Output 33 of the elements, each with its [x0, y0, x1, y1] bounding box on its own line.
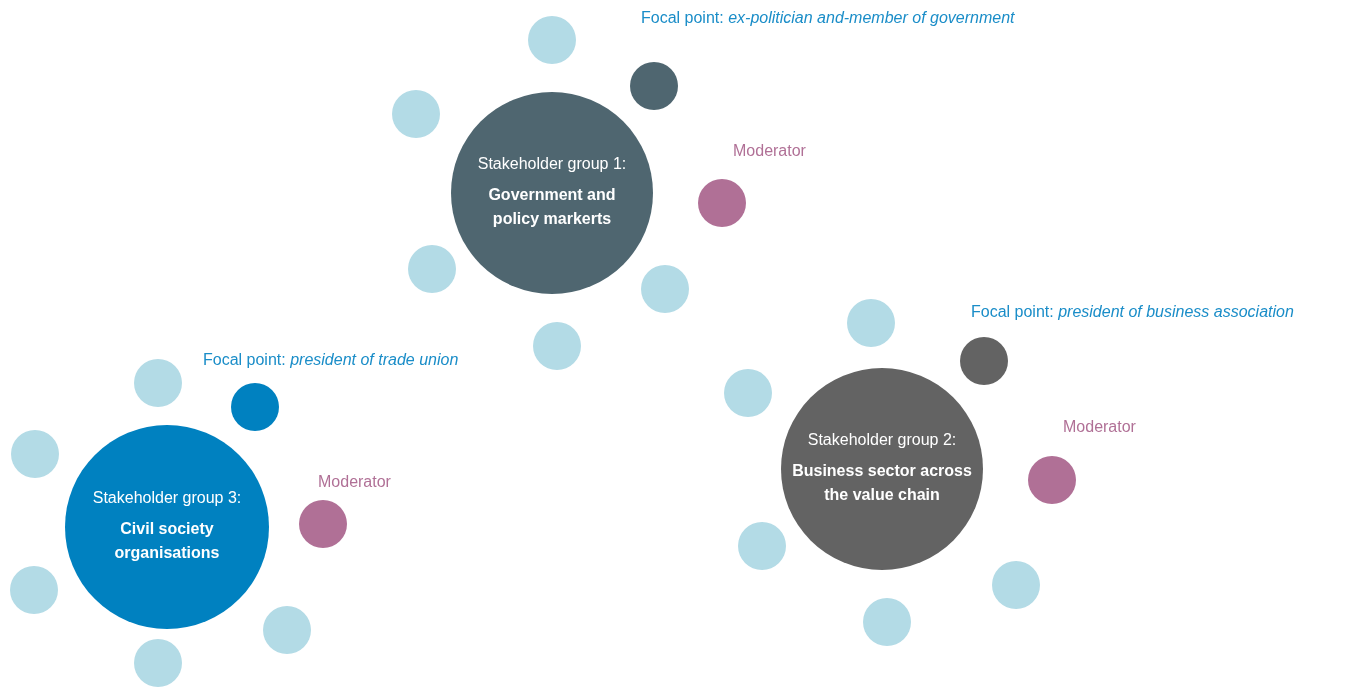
group-name-text: Government and policy markerts — [487, 185, 617, 229]
member-circle — [738, 522, 786, 570]
group-name-text: Business sector across the value chain — [791, 461, 973, 505]
role-label: Moderator — [318, 473, 391, 491]
member-circle — [263, 606, 311, 654]
member-circle — [10, 566, 58, 614]
role-label: Focal point: ex-politician and-member of government — [641, 9, 1015, 27]
member-circle — [1028, 456, 1076, 504]
role-label: Moderator — [733, 142, 806, 160]
member-circle — [847, 299, 895, 347]
group-number-text: Stakeholder group 3: — [92, 489, 242, 507]
member-circle — [392, 90, 440, 138]
role-label: Focal point: president of business association — [971, 303, 1294, 321]
role-label: Focal point: president of trade union — [203, 351, 459, 369]
member-circle — [299, 500, 347, 548]
member-circle — [992, 561, 1040, 609]
member-circle — [134, 639, 182, 687]
member-circle — [641, 265, 689, 313]
member-circle — [630, 62, 678, 110]
member-circle — [528, 16, 576, 64]
member-circle — [863, 598, 911, 646]
role-label: Moderator — [1063, 418, 1136, 436]
member-circle — [533, 322, 581, 370]
group-number-text: Stakeholder group 1: — [477, 155, 627, 173]
group-number-text: Stakeholder group 2: — [807, 431, 957, 449]
group-name-text: Civil society organisations — [113, 519, 221, 563]
member-circle — [134, 359, 182, 407]
member-circle — [724, 369, 772, 417]
member-circle — [698, 179, 746, 227]
member-circle — [960, 337, 1008, 385]
member-circle — [408, 245, 456, 293]
member-circle — [231, 383, 279, 431]
member-circle — [11, 430, 59, 478]
